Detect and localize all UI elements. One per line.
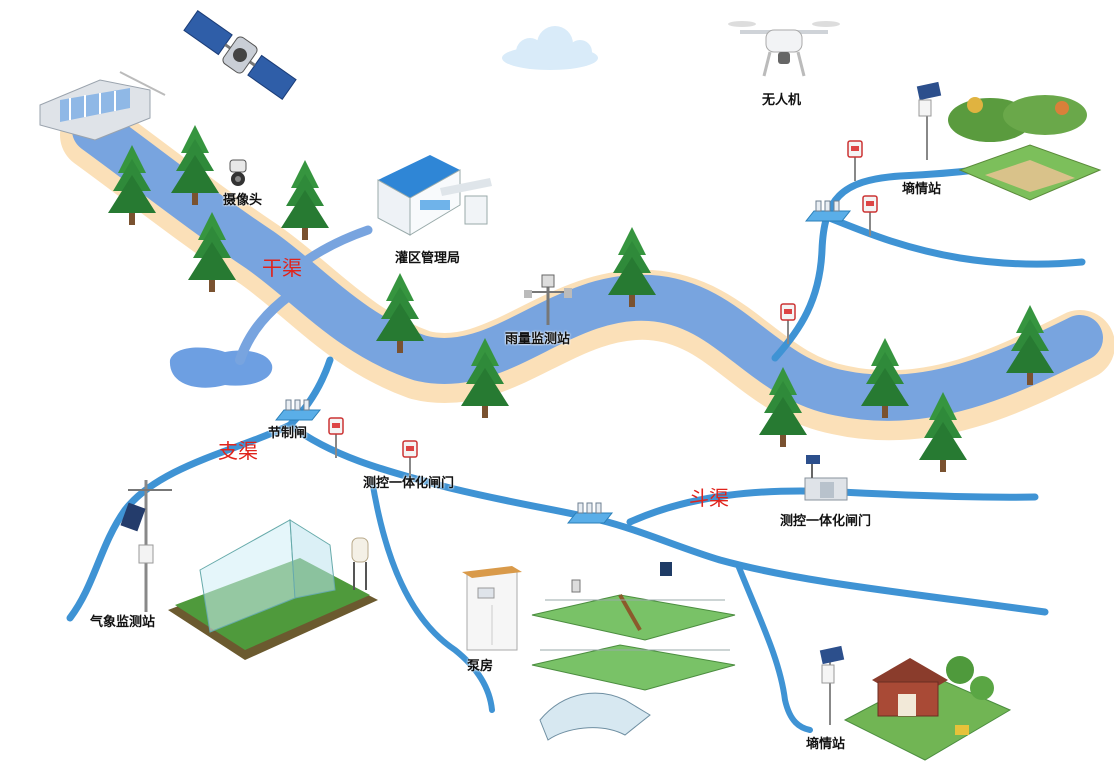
right-branch-canal-2: [818, 211, 1086, 268]
lake-inlet: [235, 290, 295, 365]
building-icon: [377, 155, 492, 236]
cloud-icon: [502, 26, 598, 70]
soil-station-bottom-label: 墒情站: [806, 737, 846, 752]
barn-farm-icon: [843, 656, 1012, 761]
main-canal-label: 干渠: [262, 256, 302, 280]
gate-1-label: 测控一体化闸门: [363, 476, 455, 491]
integrated-gate-icon: [804, 455, 848, 501]
regulator-gate-label: 节制闸: [268, 426, 308, 441]
soil-station-top-label: 墒情站: [902, 182, 942, 197]
field-icon: [531, 562, 736, 741]
soil-sensor-pole-top: [916, 81, 942, 160]
farm-icon: [948, 95, 1102, 201]
pump-channel: [369, 477, 495, 713]
gate-icon: [275, 399, 321, 421]
branch-canal-main: [286, 421, 1049, 616]
tree-icon: [281, 160, 329, 240]
satellite-icon: [183, 10, 297, 100]
pump-house-label: 泵房: [467, 659, 494, 674]
sensor-post-icon: [847, 140, 863, 182]
weather-station-label: 气象监测站: [90, 615, 156, 630]
greenhouse-icon: [168, 519, 378, 660]
gate-2-label: 测控一体化闸门: [780, 514, 872, 529]
bureau-label: 灌区管理局: [395, 251, 461, 266]
right-branch-canal: [771, 166, 979, 362]
lateral-canal-label: 斗渠: [689, 486, 729, 510]
rain-gauge-icon: [524, 274, 572, 325]
camera-label: 摄像头: [223, 193, 263, 208]
branch-canal-label: 支渠: [218, 439, 258, 463]
gate-icon: [805, 200, 851, 222]
camera-icon: [229, 159, 247, 186]
south-channel: [735, 562, 813, 733]
weather-mast-icon: [120, 480, 172, 612]
tree-icon: [608, 227, 656, 307]
lake: [169, 347, 273, 388]
drone-icon: [728, 21, 840, 77]
soil-sensor-pole-bottom: [819, 645, 845, 725]
rain-station-label: 雨量监测站: [505, 332, 571, 347]
upper-inlet: [295, 225, 373, 270]
dam-icon: [39, 71, 166, 141]
pump-house-icon: [462, 566, 522, 651]
drone-label: 无人机: [762, 93, 802, 108]
